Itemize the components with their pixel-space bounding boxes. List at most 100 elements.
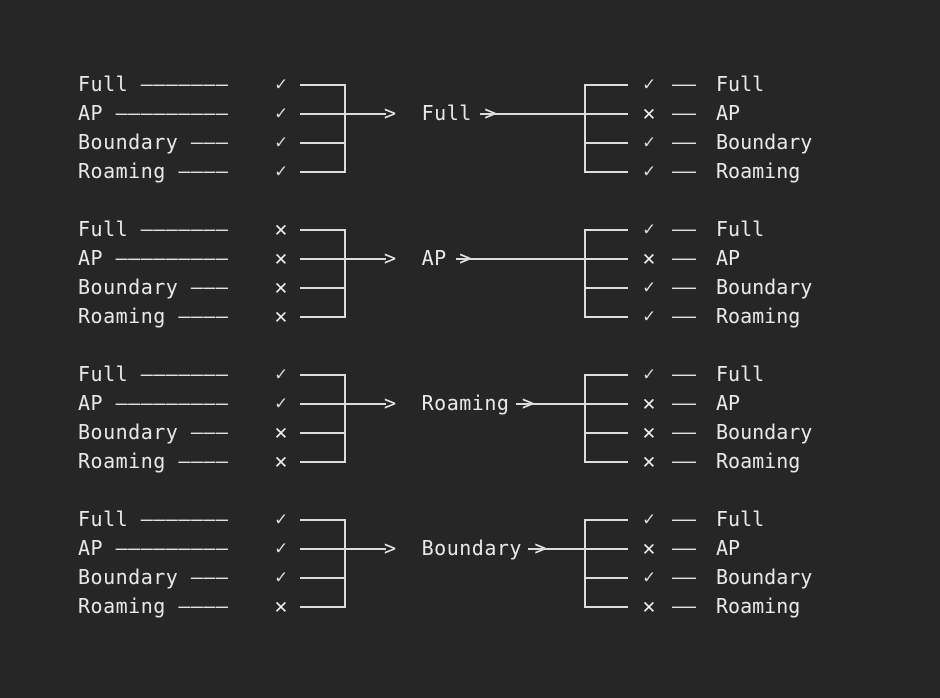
- left-row-connector: ————: [178, 449, 229, 473]
- right-row-connector: ——: [672, 246, 697, 270]
- left-row-connector: ———————: [140, 507, 229, 531]
- left-mark-yes: ✓: [275, 508, 287, 530]
- left-bracket-arm: [300, 229, 346, 231]
- right-row-connector: ——: [672, 391, 697, 415]
- left-mark-no: ✕: [274, 275, 288, 299]
- right-bracket-arm: [584, 171, 628, 173]
- right-bracket-arm: [584, 316, 628, 318]
- right-mark-no: ✕: [642, 536, 656, 560]
- center-arrow-head-in: >: [384, 101, 422, 125]
- left-row: AP —————————: [78, 99, 296, 128]
- left-row-label: AP: [78, 101, 104, 125]
- left-bracket-arm: [300, 461, 346, 463]
- left-row: AP —————————: [78, 534, 296, 563]
- left-bracket-arm: [300, 374, 346, 376]
- left-row-connector: ———————: [140, 72, 229, 96]
- left-bracket-arm: [300, 577, 346, 579]
- left-row: Full ———————: [78, 215, 296, 244]
- left-row: Boundary ———: [78, 273, 296, 302]
- left-mark-yes: ✓: [275, 566, 287, 588]
- left-mark-yes: ✓: [275, 537, 287, 559]
- center-arrow-stem: [346, 548, 386, 550]
- left-bracket-arm: [300, 171, 346, 173]
- left-bracket-arm: [300, 113, 346, 115]
- right-row-connector: ——: [672, 362, 697, 386]
- center-state-name: Roaming: [421, 391, 510, 415]
- right-bracket-arm: [584, 84, 628, 86]
- right-bracket-spine: [584, 229, 586, 318]
- right-bracket-arm: [584, 142, 628, 144]
- left-bracket-arm: [300, 316, 346, 318]
- right-bracket-arm: [584, 432, 628, 434]
- center-arrow-stem: [346, 403, 386, 405]
- left-row-label: Boundary: [78, 130, 179, 154]
- right-row-connector: ——: [672, 565, 697, 589]
- left-condition-list: Full ———————AP —————————Boundary ———Roam…: [78, 505, 296, 621]
- left-bracket-arm: [300, 519, 346, 521]
- left-row: Roaming ————: [78, 157, 296, 186]
- center-state-name: AP: [421, 246, 447, 270]
- left-condition-list: Full ———————AP —————————Boundary ———Roam…: [78, 70, 296, 186]
- left-mark-no: ✕: [274, 420, 288, 444]
- right-mark-no: ✕: [642, 420, 656, 444]
- left-row: AP —————————: [78, 389, 296, 418]
- right-row-label: Full: [716, 507, 765, 531]
- left-bracket-arm: [300, 403, 346, 405]
- left-mark-no: ✕: [274, 217, 288, 241]
- left-row: Full ———————: [78, 505, 296, 534]
- left-row-connector: ———————: [140, 362, 229, 386]
- right-row-label: AP: [716, 536, 741, 560]
- right-bracket-arm: [584, 403, 628, 405]
- left-row-label: AP: [78, 246, 104, 270]
- center-arrow-head-in: >: [384, 246, 422, 270]
- left-row-connector: —————————: [115, 536, 229, 560]
- right-bracket-arm: [584, 113, 628, 115]
- right-bracket-spine: [584, 519, 586, 608]
- right-mark-no: ✕: [642, 449, 656, 473]
- center-state-name: Full: [421, 101, 472, 125]
- left-row: Roaming ————: [78, 447, 296, 476]
- left-row-label: Roaming: [78, 594, 166, 618]
- left-bracket-arm: [300, 142, 346, 144]
- left-row-connector: ———: [190, 275, 229, 299]
- right-row-label: Boundary: [716, 420, 813, 444]
- left-row: Boundary ———: [78, 418, 296, 447]
- left-row: Full ———————: [78, 70, 296, 99]
- center-arrow-stem-out: [480, 113, 586, 115]
- right-row-connector: ——: [672, 217, 697, 241]
- left-row-connector: ————: [178, 594, 229, 618]
- left-mark-yes: ✓: [275, 131, 287, 153]
- left-mark-no: ✕: [274, 246, 288, 270]
- right-row-label: AP: [716, 246, 741, 270]
- right-row-connector: ——: [672, 275, 697, 299]
- left-row: Roaming ————: [78, 592, 296, 621]
- left-row-connector: ———————: [140, 217, 229, 241]
- right-row-connector: ——: [672, 507, 697, 531]
- left-bracket-arm: [300, 84, 346, 86]
- left-row-label: AP: [78, 536, 104, 560]
- transition-group-boundary-transition: Full ———————AP —————————Boundary ———Roam…: [0, 505, 940, 621]
- left-bracket-spine: [344, 374, 346, 463]
- right-row-connector: ——: [672, 304, 697, 328]
- right-row-label: Roaming: [716, 304, 801, 328]
- right-mark-yes: ✓: [643, 73, 655, 95]
- right-bracket-spine: [584, 84, 586, 173]
- right-bracket-arm: [584, 548, 628, 550]
- left-mark-yes: ✓: [275, 160, 287, 182]
- left-row-label: AP: [78, 391, 104, 415]
- left-row: Boundary ———: [78, 563, 296, 592]
- right-bracket-arm: [584, 577, 628, 579]
- right-row-label: AP: [716, 101, 741, 125]
- right-row-connector: ——: [672, 101, 697, 125]
- right-row-connector: ——: [672, 449, 697, 473]
- center-arrow-stem-out: [516, 403, 586, 405]
- left-bracket-arm: [300, 432, 346, 434]
- left-bracket-spine: [344, 229, 346, 318]
- right-mark-yes: ✓: [643, 363, 655, 385]
- left-row-connector: —————————: [115, 101, 229, 125]
- right-row-label: Boundary: [716, 130, 813, 154]
- left-row-connector: ————: [178, 304, 229, 328]
- right-row-label: Boundary: [716, 565, 813, 589]
- right-mark-no: ✕: [642, 594, 656, 618]
- right-row-connector: ——: [672, 72, 697, 96]
